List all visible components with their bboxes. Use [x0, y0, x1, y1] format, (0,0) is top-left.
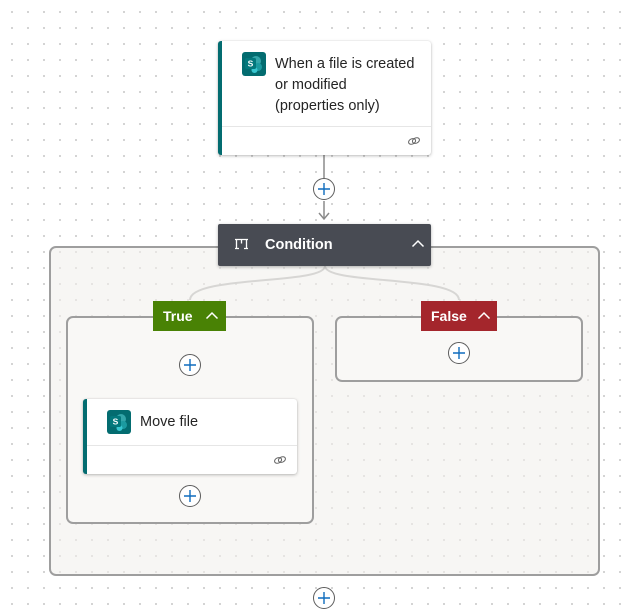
trigger-title: When a file is created or modified (prop…	[275, 54, 430, 117]
link-icon[interactable]	[273, 453, 287, 467]
true-branch-label: True	[163, 308, 193, 324]
svg-text:S: S	[113, 417, 119, 427]
move-file-card[interactable]: S Move file	[83, 399, 297, 474]
trigger-title-line: When a file is created	[275, 56, 415, 72]
false-branch-tag[interactable]: False	[421, 301, 497, 331]
chevron-up-icon[interactable]	[205, 309, 219, 323]
chevron-up-icon[interactable]	[411, 237, 425, 251]
plus-icon	[318, 183, 330, 195]
svg-text:S: S	[248, 59, 254, 69]
trigger-title-line: (properties only)	[275, 98, 380, 114]
plus-icon	[318, 592, 330, 604]
false-branch-label: False	[431, 308, 467, 324]
move-file-card-footer	[87, 445, 297, 474]
condition-header[interactable]: Condition	[218, 224, 431, 266]
plus-icon	[453, 347, 465, 359]
add-step-button[interactable]	[179, 354, 201, 376]
add-step-button[interactable]	[313, 178, 335, 200]
plus-icon	[184, 359, 196, 371]
trigger-title-line: or modified	[275, 77, 347, 93]
plus-icon	[184, 490, 196, 502]
move-file-title: Move file	[140, 414, 199, 430]
link-icon[interactable]	[407, 134, 421, 148]
sharepoint-icon: S	[107, 410, 131, 434]
add-step-button[interactable]	[179, 485, 201, 507]
trigger-card-footer	[222, 126, 431, 155]
true-branch-tag[interactable]: True	[153, 301, 226, 331]
add-step-button[interactable]	[448, 342, 470, 364]
sharepoint-icon: S	[242, 52, 266, 76]
condition-icon	[235, 238, 248, 250]
chevron-up-icon[interactable]	[477, 309, 491, 323]
condition-label: Condition	[265, 237, 333, 253]
add-step-button[interactable]	[313, 587, 335, 609]
trigger-card[interactable]: S When a file is created or modified (pr…	[218, 41, 431, 155]
